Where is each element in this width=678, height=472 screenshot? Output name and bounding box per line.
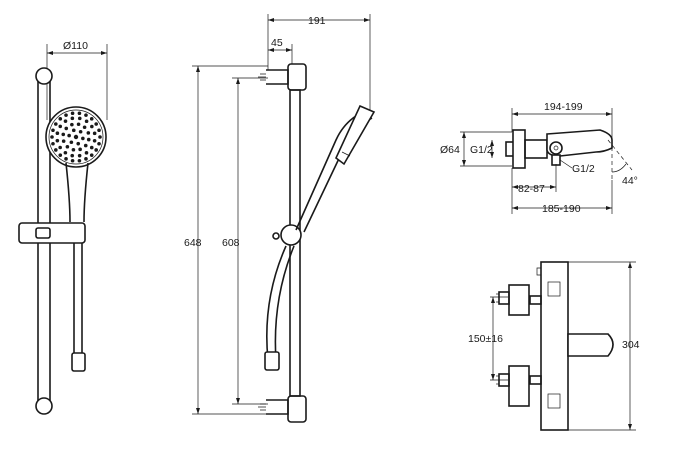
top-outlet-thread-label: G1/2 bbox=[572, 163, 595, 175]
nozzle-dot bbox=[70, 158, 75, 163]
side-slider bbox=[280, 224, 302, 246]
mixer-spout bbox=[567, 333, 614, 357]
mixer-bottom-eccentric bbox=[508, 365, 530, 407]
top-inlet-thread-label: G1/2 bbox=[470, 144, 493, 156]
mixer-spacing-label: 150±16 bbox=[468, 333, 503, 345]
nozzle-dot bbox=[89, 145, 94, 150]
nozzle-dot bbox=[63, 150, 68, 155]
nozzle-dot bbox=[81, 136, 85, 141]
mixer-body bbox=[540, 261, 569, 431]
side-offset-label: 45 bbox=[271, 37, 283, 49]
nozzle-dot bbox=[55, 138, 60, 143]
nozzle-dot bbox=[98, 135, 102, 139]
side-height-label: 648 bbox=[184, 237, 202, 249]
nozzle-dot bbox=[76, 141, 81, 146]
nozzle-dot bbox=[50, 135, 54, 139]
nozzle-dot bbox=[71, 128, 76, 133]
rail-top-cap bbox=[35, 67, 53, 85]
nozzle-dot bbox=[70, 122, 74, 127]
nozzle-dot bbox=[61, 132, 66, 137]
bottom-bracket bbox=[287, 395, 307, 423]
top-width-label: 194-199 bbox=[544, 101, 583, 113]
nozzle-dot bbox=[58, 145, 62, 150]
nozzle-dot bbox=[64, 157, 68, 161]
nozzle-dot bbox=[73, 134, 79, 140]
nozzle-dot bbox=[70, 111, 75, 116]
nozzle-dot bbox=[64, 113, 68, 117]
top-view: 194-199 Ø64 G1/2 G1/2 44° bbox=[440, 101, 638, 215]
top-body bbox=[512, 129, 526, 169]
nozzle-dot bbox=[70, 116, 75, 121]
nozzle-dot bbox=[94, 148, 98, 152]
top-inlet-range-label: 82-87 bbox=[518, 183, 545, 195]
rail-bottom-cap bbox=[35, 397, 53, 415]
nozzle-dot bbox=[78, 147, 82, 152]
top-bracket bbox=[287, 63, 307, 91]
nozzle-dot bbox=[84, 157, 88, 161]
side-fixing-label: 608 bbox=[222, 237, 240, 249]
nozzle-dot bbox=[51, 128, 55, 133]
nozzle-dot bbox=[84, 119, 89, 124]
nozzle-dot bbox=[76, 122, 81, 127]
nozzle-dot bbox=[58, 153, 63, 157]
mixer-view: 304 150±16 bbox=[468, 261, 640, 431]
nozzle-dot bbox=[77, 111, 82, 116]
nozzle-dot bbox=[78, 129, 83, 134]
side-view: 191 45 648 608 bbox=[184, 14, 376, 423]
side-width-label: 191 bbox=[308, 15, 326, 27]
nozzle-dot bbox=[58, 124, 63, 129]
nozzle-dot bbox=[55, 131, 60, 136]
front-diameter-label: Ø110 bbox=[63, 40, 88, 52]
nozzle-dot bbox=[77, 153, 82, 158]
hose-end bbox=[71, 352, 86, 372]
nozzle-dot bbox=[92, 131, 97, 136]
nozzle-dot bbox=[61, 139, 66, 143]
nozzle-dot bbox=[94, 122, 98, 126]
front-slider bbox=[18, 222, 86, 244]
nozzle-dot bbox=[86, 131, 91, 135]
nozzle-dot bbox=[97, 141, 101, 146]
nozzle-dot bbox=[71, 147, 76, 152]
nozzle-dot bbox=[51, 141, 55, 146]
front-view: Ø110 bbox=[18, 40, 108, 415]
nozzle-dot bbox=[70, 153, 75, 158]
nozzle-dot bbox=[92, 138, 97, 143]
nozzle-dot bbox=[64, 126, 69, 131]
nozzle-dot bbox=[67, 133, 71, 138]
nozzle-dot bbox=[84, 151, 89, 155]
top-depth-label: 185-190 bbox=[542, 203, 581, 215]
nozzle-dot bbox=[77, 116, 82, 121]
nozzle-dot bbox=[58, 117, 63, 121]
top-angle-label: 44° bbox=[622, 175, 638, 187]
nozzle-dot bbox=[54, 148, 58, 152]
side-hose-end bbox=[264, 351, 280, 371]
mixer-height-label: 304 bbox=[622, 339, 640, 351]
nozzle-dot bbox=[89, 117, 94, 121]
nozzle-dot bbox=[63, 119, 68, 123]
nozzle-dot bbox=[84, 113, 88, 117]
nozzle-dot bbox=[77, 158, 82, 163]
nozzle-dot bbox=[54, 122, 58, 126]
nozzle-dot bbox=[90, 124, 94, 129]
nozzle-dot bbox=[82, 125, 87, 130]
top-diameter-label: Ø64 bbox=[440, 144, 460, 156]
nozzle-dot bbox=[89, 153, 94, 157]
nozzle-dot bbox=[69, 140, 74, 145]
nozzle-dot bbox=[65, 144, 70, 149]
nozzle-dot bbox=[97, 128, 101, 133]
nozzle-dot bbox=[86, 137, 91, 142]
shower-nozzles bbox=[50, 111, 102, 163]
nozzle-dot bbox=[83, 143, 88, 148]
mixer-top-eccentric bbox=[508, 284, 530, 316]
